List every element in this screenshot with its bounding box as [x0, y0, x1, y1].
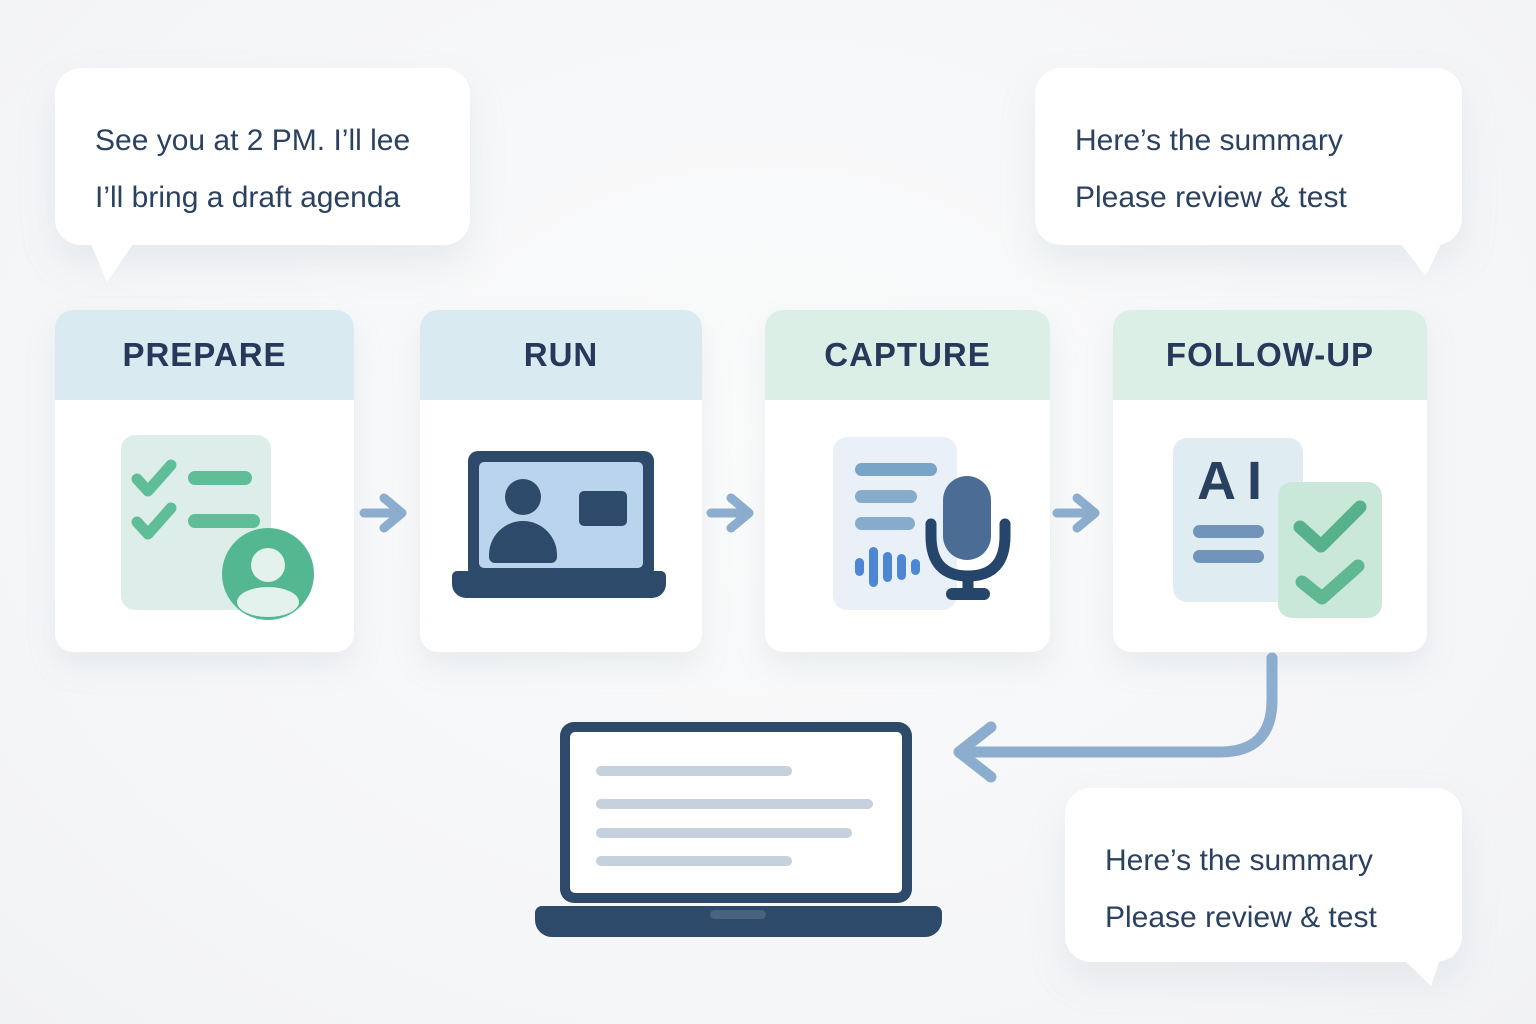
checklist-line	[188, 471, 252, 485]
check-icon	[131, 502, 177, 540]
bubble-tail	[1404, 960, 1440, 986]
waveform-bar	[897, 554, 906, 580]
bubble-text-line: Here’s the summary	[1075, 124, 1343, 157]
microphone-icon	[925, 476, 1011, 600]
laptop-video-call-icon	[468, 451, 654, 579]
person-silhouette-icon	[505, 479, 541, 515]
step-title: FOLLOW-UP	[1165, 336, 1375, 373]
laptop-screen	[560, 722, 912, 903]
waveform-bar	[869, 547, 878, 587]
video-tile	[579, 491, 627, 526]
arrow-right-icon	[1052, 493, 1100, 533]
text-line	[855, 490, 917, 503]
speech-bubble-bottom-right: Here’s the summary Please review & test	[1065, 788, 1462, 986]
text-line	[855, 463, 937, 476]
laptop-screen-content	[570, 732, 902, 893]
transcript-document-icon	[833, 437, 957, 610]
bubble-text-line: Here’s the summary	[1105, 844, 1373, 877]
text-line	[1193, 550, 1264, 563]
waveform-bar	[855, 558, 864, 576]
bubble-text-line: I’ll bring a draft agenda	[95, 181, 401, 214]
text-line	[855, 517, 915, 530]
arrow-right-icon	[359, 493, 407, 533]
ai-label: AI	[1197, 451, 1273, 511]
bubble-tail	[91, 244, 133, 282]
step-header: CAPTURE	[765, 310, 1050, 400]
step-header: RUN	[420, 310, 702, 400]
text-line	[596, 799, 873, 809]
checklist-document-icon	[121, 435, 271, 610]
curved-arrow-icon	[953, 652, 1278, 783]
bubble-text-line: Please review & test	[1105, 901, 1377, 934]
summary-laptop-icon	[535, 722, 942, 937]
checklist-line	[188, 514, 260, 528]
step-header: FOLLOW-UP	[1113, 310, 1427, 400]
step-card-run: RUN	[420, 310, 702, 652]
text-line	[596, 856, 792, 866]
bubble-text-line: See you at 2 PM. I’ll lee	[95, 124, 411, 157]
bubble-tail	[1401, 244, 1441, 276]
step-card-followup: FOLLOW-UP AI	[1113, 310, 1427, 652]
step-title: PREPARE	[122, 336, 287, 373]
laptop-base	[535, 906, 942, 937]
person-silhouette-body	[489, 521, 557, 563]
text-line	[1193, 525, 1264, 538]
checklist-card-icon	[1278, 482, 1382, 618]
step-card-capture: CAPTURE	[765, 310, 1050, 652]
laptop-base	[452, 571, 666, 598]
text-line	[596, 766, 792, 776]
waveform-bar	[911, 559, 920, 575]
arrow-right-icon	[706, 493, 754, 533]
step-card-prepare: PREPARE	[55, 310, 354, 652]
bubble-text-line: Please review & test	[1075, 181, 1347, 214]
text-line	[596, 828, 852, 838]
speech-bubble-top-left: See you at 2 PM. I’ll lee I’ll bring a d…	[55, 68, 470, 282]
avatar-shoulders	[237, 587, 299, 617]
step-title: CAPTURE	[824, 336, 991, 373]
waveform-bar	[883, 552, 892, 582]
step-header: PREPARE	[55, 310, 354, 400]
check-icon	[131, 459, 177, 497]
video-call-screen	[479, 462, 643, 568]
speech-bubble-top-right: Here’s the summary Please review & test	[1035, 68, 1462, 276]
laptop-notch	[710, 910, 766, 919]
check-icons	[1293, 500, 1367, 605]
avatar-head	[251, 548, 285, 582]
person-avatar-icon	[222, 528, 314, 620]
step-title: RUN	[523, 336, 599, 373]
